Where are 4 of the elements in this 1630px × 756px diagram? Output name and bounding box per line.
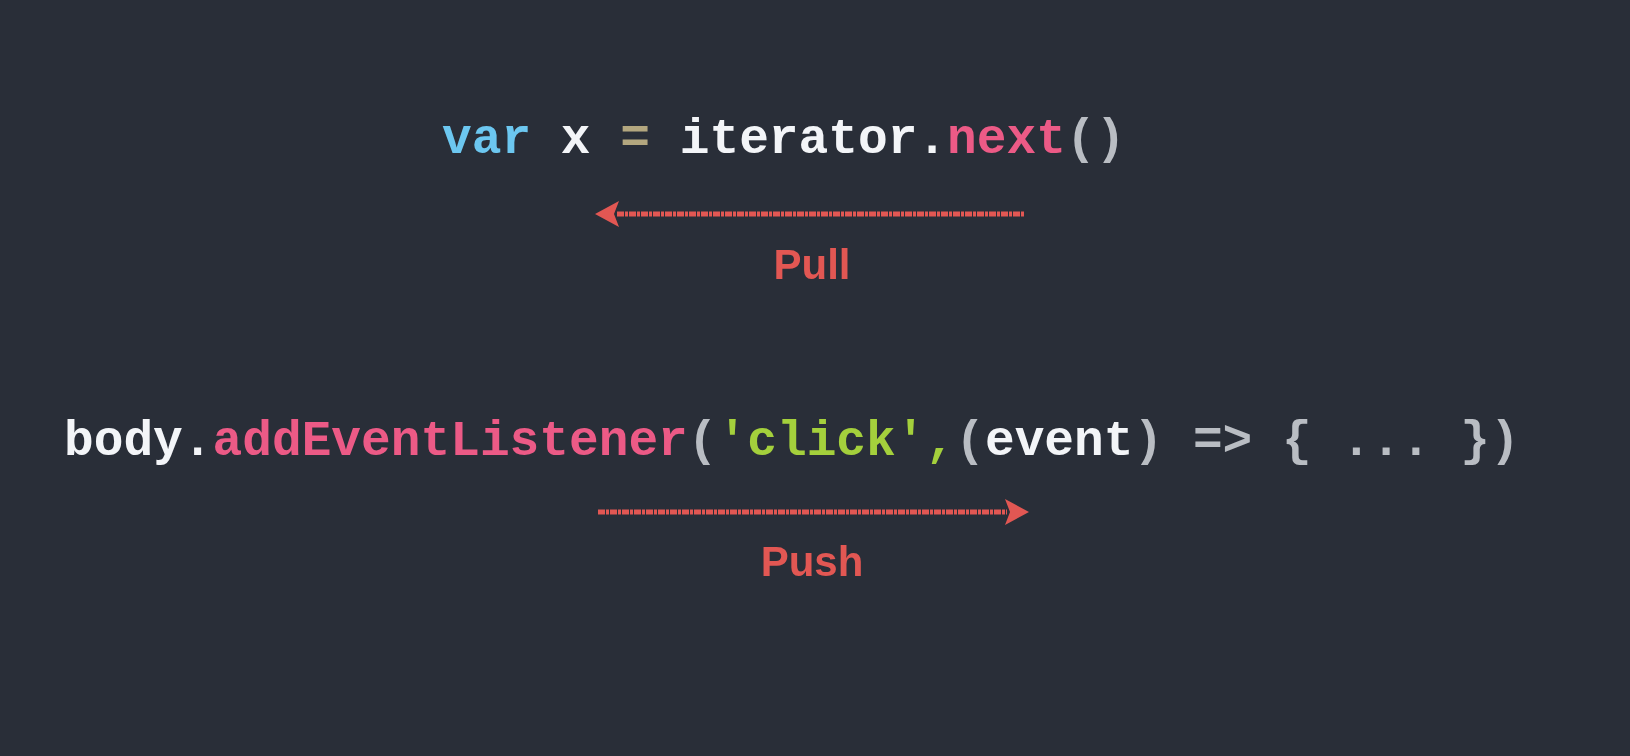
code-line: var x = iterator.next()	[442, 112, 1126, 168]
code-line: body.addEventListener('click',(event) => { ... })	[64, 414, 1520, 470]
direction-label: Pull	[773, 242, 851, 288]
direction-label: Push	[760, 539, 864, 585]
